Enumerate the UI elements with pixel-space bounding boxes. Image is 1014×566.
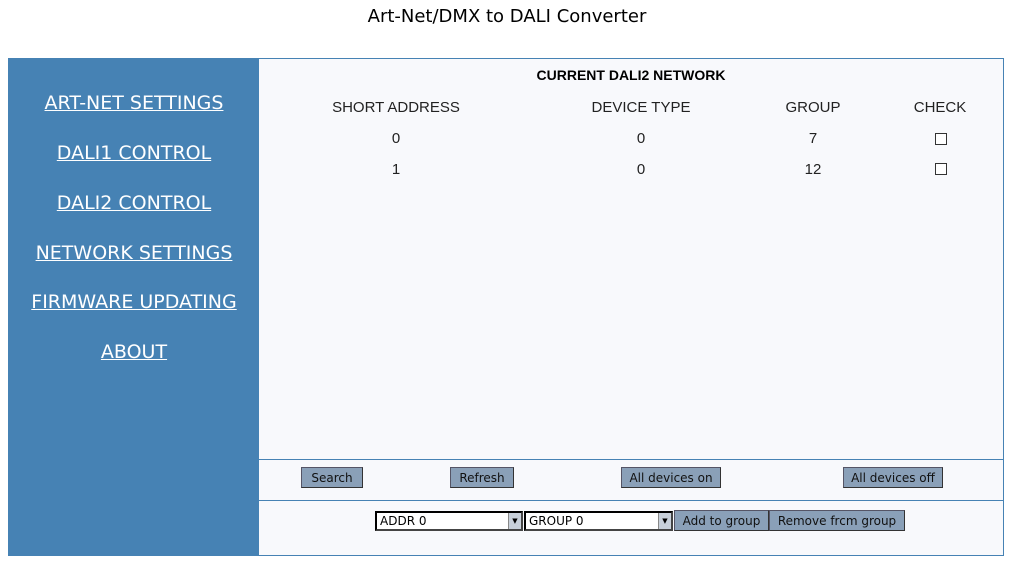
sidebar-item-about[interactable]: ABOUT	[100, 341, 168, 363]
group-cell: 7	[808, 130, 818, 147]
divider	[259, 459, 1003, 460]
sidebar: ART-NET SETTINGS DALI1 CONTROL DALI2 CON…	[9, 59, 259, 555]
network-heading: CURRENT DALI2 NETWORK	[536, 67, 726, 83]
sidebar-item-dali2-control[interactable]: DALI2 CONTROL	[56, 192, 212, 214]
refresh-button[interactable]: Refresh	[450, 467, 514, 488]
main-panel: CURRENT DALI2 NETWORK SHORT ADDRESS DEVI…	[259, 59, 1003, 555]
remove-from-group-button[interactable]: Remove frcm group	[769, 510, 905, 531]
add-to-group-button[interactable]: Add to group	[674, 510, 769, 531]
app-frame: ART-NET SETTINGS DALI1 CONTROL DALI2 CON…	[8, 58, 1004, 556]
column-header-group: GROUP	[785, 99, 841, 116]
address-select-value: ADDR 0	[380, 514, 427, 528]
all-devices-off-button[interactable]: All devices off	[843, 467, 943, 488]
divider	[259, 500, 1003, 501]
dropdown-arrow-icon[interactable]: ▼	[658, 513, 671, 529]
check-checkbox[interactable]	[935, 133, 947, 145]
group-select[interactable]: GROUP 0 ▼	[524, 511, 673, 531]
short-address-cell: 0	[391, 130, 401, 147]
sidebar-item-dali1-control[interactable]: DALI1 CONTROL	[56, 142, 212, 164]
device-type-cell: 0	[636, 161, 646, 178]
group-select-value: GROUP 0	[529, 514, 584, 528]
address-select[interactable]: ADDR 0 ▼	[375, 511, 523, 531]
device-type-cell: 0	[636, 130, 646, 147]
sidebar-item-network-settings[interactable]: NETWORK SETTINGS	[35, 242, 233, 264]
group-cell: 12	[804, 161, 822, 178]
short-address-cell: 1	[391, 161, 401, 178]
sidebar-item-firmware-updating[interactable]: FIRMWARE UPDATING	[31, 291, 237, 313]
search-button[interactable]: Search	[301, 467, 363, 488]
column-header-check: CHECK	[913, 99, 967, 116]
check-checkbox[interactable]	[935, 163, 947, 175]
all-devices-on-button[interactable]: All devices on	[621, 467, 721, 488]
sidebar-item-art-net-settings[interactable]: ART-NET SETTINGS	[44, 92, 224, 114]
column-header-device-type: DEVICE TYPE	[591, 99, 691, 116]
page-title: Art-Net/DMX to DALI Converter	[367, 6, 647, 27]
dropdown-arrow-icon[interactable]: ▼	[508, 513, 521, 529]
column-header-short-address: SHORT ADDRESS	[332, 99, 460, 116]
